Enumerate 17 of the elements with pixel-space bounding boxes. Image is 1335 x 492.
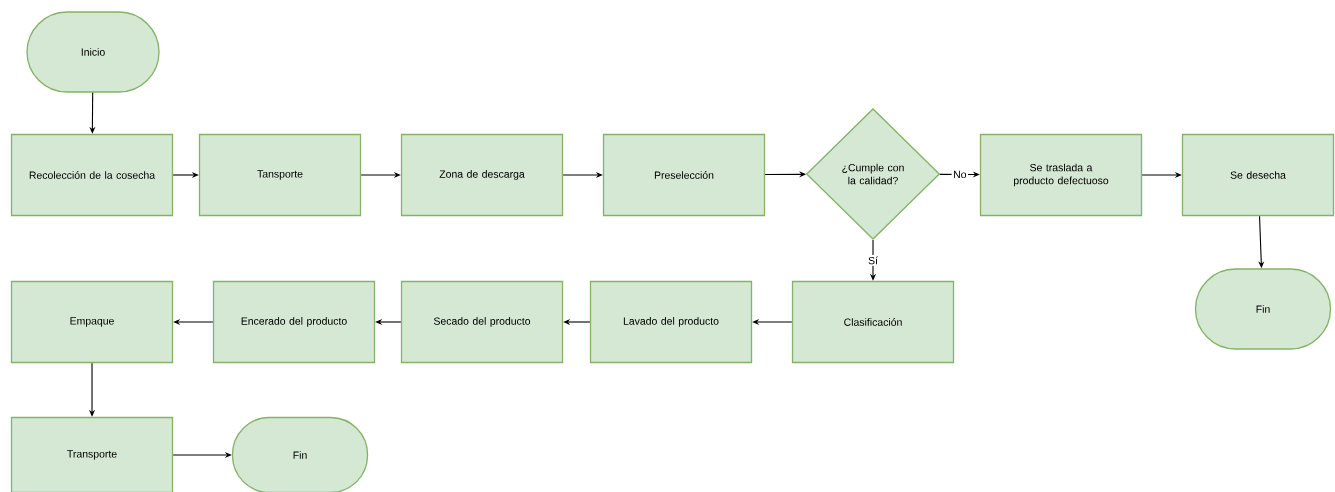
- terminal-pill: Fin: [1194, 268, 1332, 350]
- process-box: Transporte: [10, 416, 174, 492]
- terminal-pill: Fin: [231, 416, 369, 492]
- process-box: Se traslada a producto defectuoso: [979, 133, 1143, 217]
- process-box: Empaque: [10, 280, 174, 364]
- process-box: Tansporte: [198, 133, 362, 217]
- terminal-pill: Inicio: [26, 11, 160, 93]
- process-box: Zona de descarga: [400, 133, 564, 217]
- process-box: Encerado del producto: [212, 280, 376, 364]
- process-box: Secado del producto: [400, 280, 564, 364]
- process-box: Lavado del producto: [589, 280, 753, 364]
- process-box: Recolección de la cosecha: [10, 133, 174, 217]
- edge-label: No: [951, 169, 968, 180]
- process-box: Preselección: [602, 133, 766, 217]
- process-box: Clasificación: [791, 280, 955, 364]
- process-box: Se desecha: [1181, 133, 1335, 217]
- edge-label: Sí: [866, 255, 880, 266]
